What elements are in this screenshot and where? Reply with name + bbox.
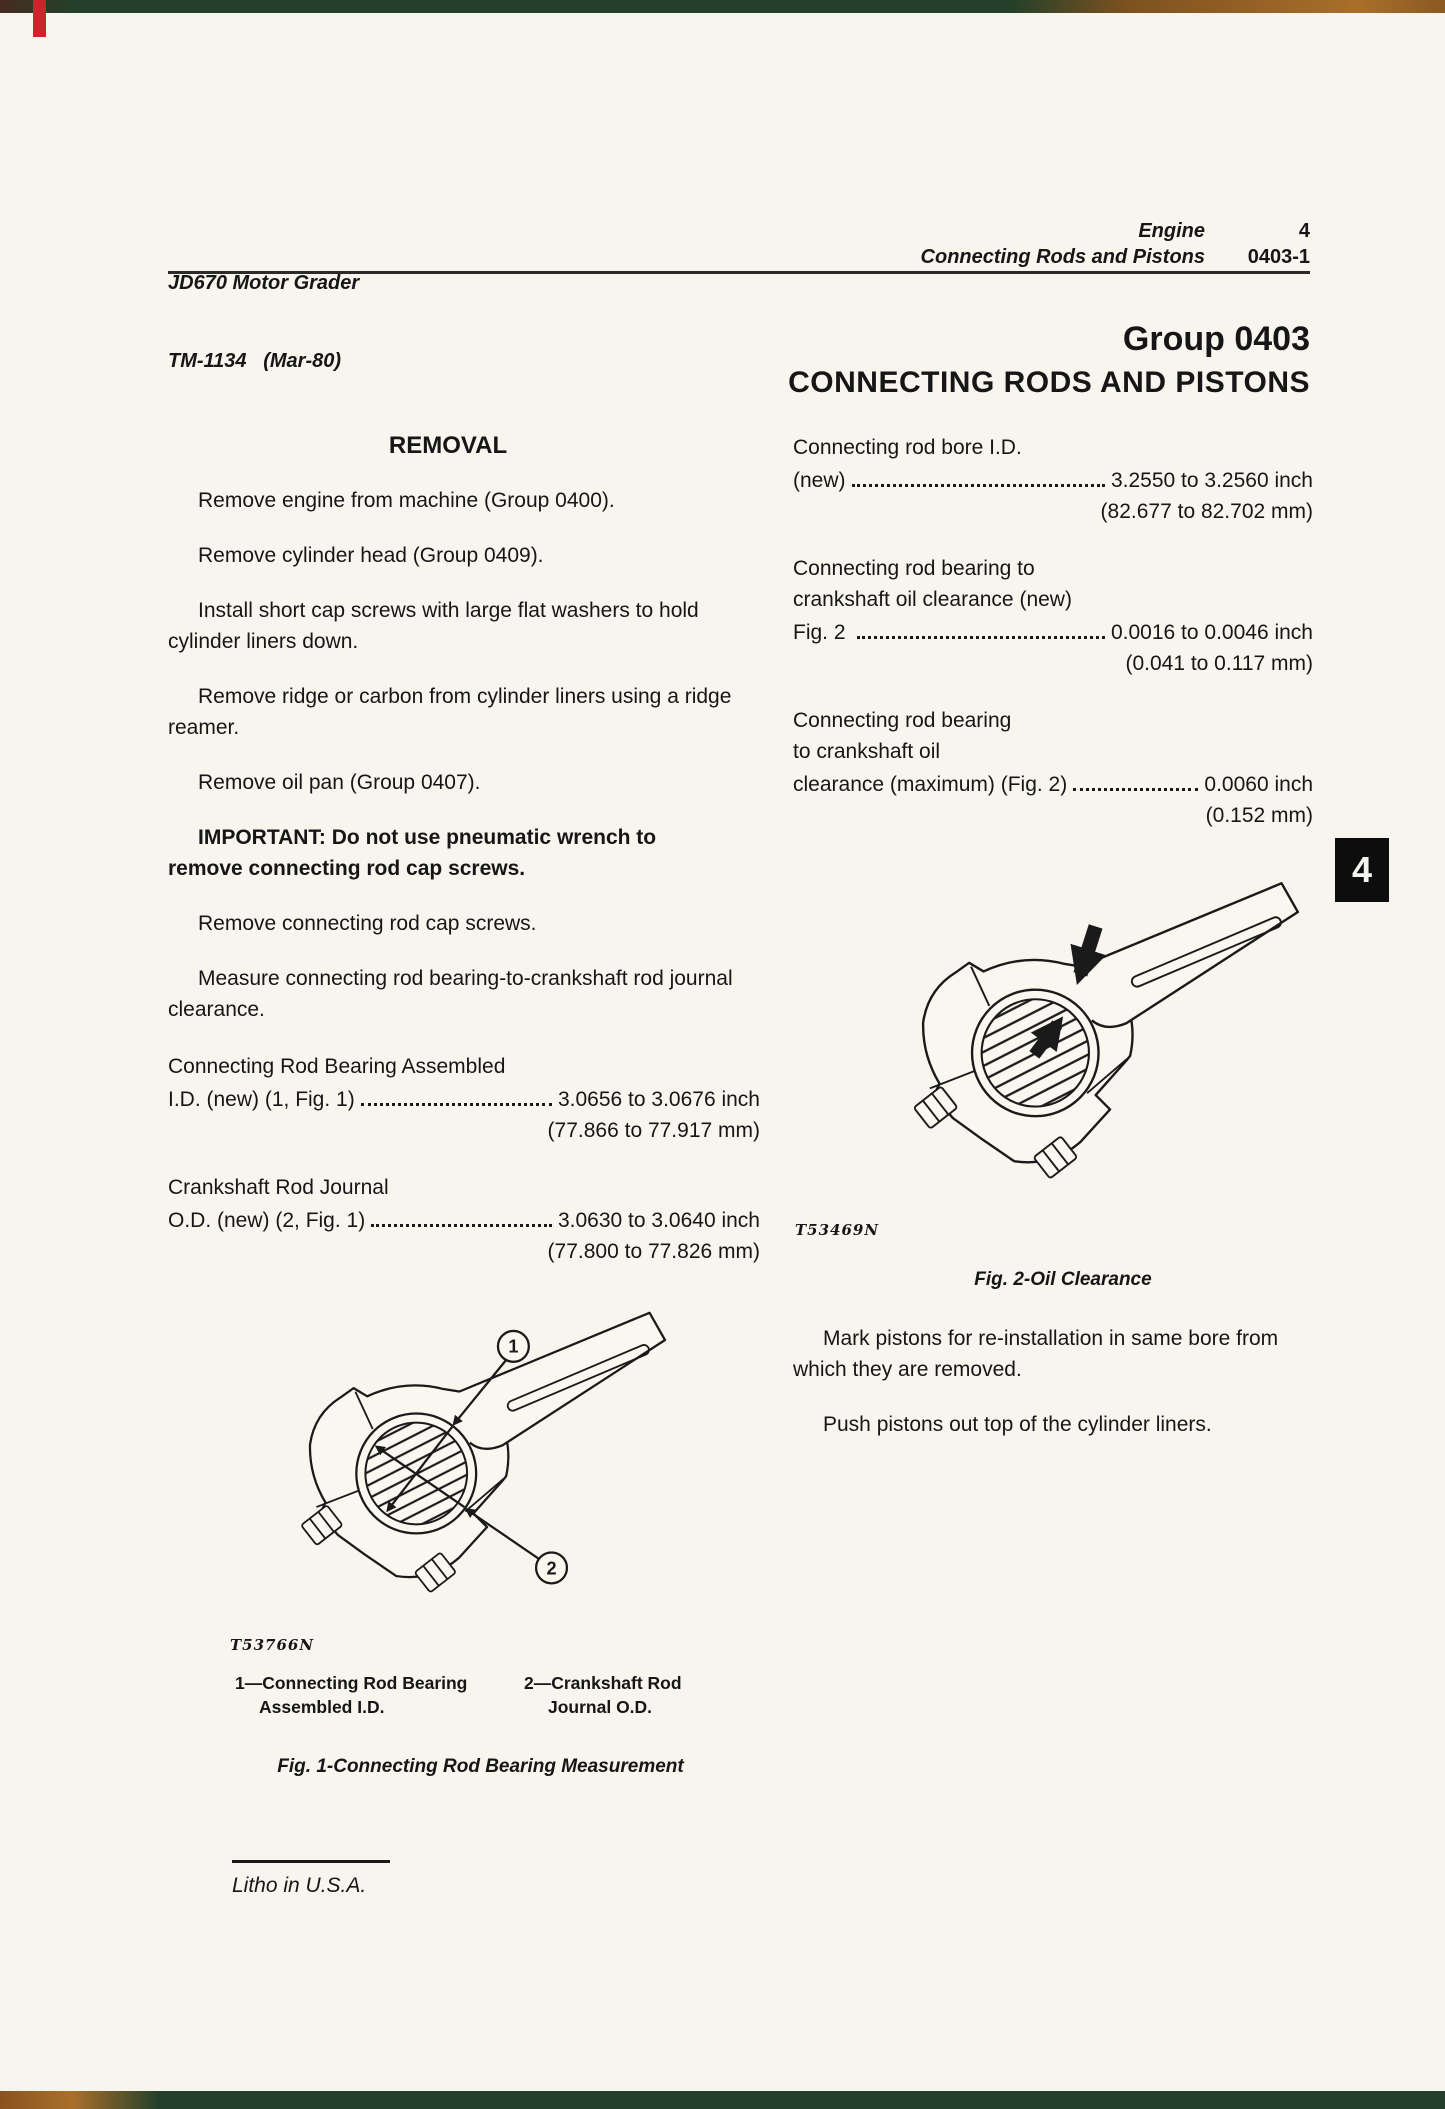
paragraph: Mark pistons for re-installation in same… [793, 1327, 1279, 1381]
spec-label: clearance (maximum) (Fig. 2) [793, 773, 1068, 796]
dot-leader [857, 615, 1105, 639]
important-note: IMPORTANT: Do not use pneumatic wrench t… [168, 826, 657, 880]
spec-oil-clearance-max: Connecting rod bearing to crankshaft oil… [793, 705, 1313, 831]
callout-number-2: 2 [546, 1558, 556, 1578]
scan-bottom-edge [0, 2091, 1445, 2109]
figure1-photo-id: T53766N [230, 1636, 315, 1654]
rod-shaft [458, 1312, 666, 1449]
dot-leader [851, 463, 1105, 487]
chapter-tab: 4 [1335, 838, 1389, 902]
connecting-rod-drawing [301, 1311, 667, 1593]
header-page-number: 0403-1 [1247, 246, 1310, 268]
paragraph: Push pistons out top of the cylinder lin… [823, 1413, 1212, 1436]
legend-item-1: 1—Connecting Rod Bearing Assembled I.D. [235, 1673, 468, 1717]
spec-crankshaft-journal-od: Crankshaft Rod Journal O.D. (new) (2, Fi… [168, 1172, 760, 1267]
spec-label: Fig. 2 [793, 621, 852, 644]
paragraph: Remove connecting rod cap screws. [198, 912, 537, 935]
cap-bolt [913, 1086, 958, 1129]
rod-shaft-groove [506, 1344, 650, 1412]
spec-label: Connecting rod bearing to [793, 557, 1035, 580]
oil-clearance-arrow-outer [1070, 924, 1107, 986]
paragraph: Remove ridge or carbon from cylinder lin… [168, 685, 732, 739]
group-title: Group 0403 [1122, 320, 1310, 358]
right-column: Connecting rod bore I.D. (new) 3.2550 to… [793, 432, 1313, 1440]
spec-bearing-assembled-id: Connecting Rod Bearing Assembled I.D. (n… [168, 1051, 760, 1146]
paragraph: Install short cap screws with large flat… [168, 599, 699, 653]
connecting-rod-drawing [913, 882, 1300, 1179]
paragraph: Remove cylinder head (Group 0409). [198, 544, 544, 567]
figure2-arrows [1029, 924, 1107, 1059]
model-title: JD670 Motor Grader [168, 272, 360, 294]
spec-label: Connecting rod bearing [793, 709, 1012, 732]
spec-label: O.D. (new) (2, Fig. 1) [168, 1209, 366, 1232]
header-section: Engine [1138, 220, 1205, 242]
callout-number-1: 1 [508, 1337, 518, 1357]
spec-value: 0.0060 inch [1204, 773, 1313, 796]
scan-top-edge [0, 0, 1445, 13]
rod-shaft-groove [1130, 916, 1282, 988]
spec-value: 3.0630 to 3.0640 inch [557, 1209, 760, 1232]
leader-line [452, 1359, 508, 1426]
spec-oil-clearance-new: Connecting rod bearing to crankshaft oil… [793, 553, 1313, 679]
page-title: CONNECTING RODS AND PISTONS [788, 366, 1310, 399]
leader-line [386, 1425, 454, 1513]
spec-metric: (77.800 to 77.826 mm) [547, 1240, 760, 1263]
chapter-tab-number: 4 [1351, 849, 1373, 890]
cap-bolt [414, 1552, 456, 1593]
spec-value: 3.2550 to 3.2560 inch [1110, 469, 1313, 492]
manual-number: TM-1134 (Mar-80) [168, 350, 342, 372]
figure1-legend: 1—Connecting Rod Bearing Assembled I.D. … [235, 1671, 763, 1719]
spec-label: Crankshaft Rod Journal [168, 1176, 389, 1199]
spec-label: Connecting Rod Bearing Assembled [168, 1055, 506, 1078]
spec-label: (new) [793, 469, 846, 492]
cap-bolt [1033, 1136, 1078, 1179]
spec-metric: (82.677 to 82.702 mm) [1100, 500, 1313, 523]
litho-rule [232, 1860, 390, 1863]
figure1-callouts: 1 2 [374, 1329, 569, 1585]
header-rule [168, 271, 1310, 274]
figure1-illustration: 1 2 [301, 1311, 667, 1593]
spec-metric: (0.041 to 0.117 mm) [1125, 652, 1313, 675]
figure2-caption: Fig. 2-Oil Clearance [974, 1269, 1152, 1290]
paragraph: Remove engine from machine (Group 0400). [198, 489, 615, 512]
rod-shaft [1080, 883, 1298, 1027]
leader-line [374, 1445, 466, 1509]
figure1-caption: Fig. 1-Connecting Rod Bearing Measuremen… [277, 1756, 684, 1777]
litho-note: Litho in U.S.A. [232, 1874, 367, 1897]
dot-leader [1073, 767, 1199, 791]
spec-label: crankshaft oil clearance (new) [793, 588, 1072, 611]
section-heading-removal: REMOVAL [388, 432, 508, 459]
legend-item-2: 2—Crankshaft Rod Journal O.D. [524, 1673, 682, 1717]
paragraph: Remove oil pan (Group 0407). [198, 771, 481, 794]
callout-circle-2 [534, 1551, 569, 1585]
cap-bolt [301, 1505, 343, 1546]
figure2-illustration [913, 882, 1300, 1179]
spec-metric: (0.152 mm) [1205, 804, 1313, 827]
figure2-photo-id: T53469N [795, 1221, 880, 1239]
left-column: REMOVAL Remove engine from machine (Grou… [168, 430, 763, 1901]
dot-leader [371, 1203, 552, 1227]
header-subsection: Connecting Rods and Pistons [920, 246, 1205, 268]
spec-value: 0.0016 to 0.0046 inch [1110, 621, 1313, 644]
paragraph: Measure connecting rod bearing-to-cranks… [168, 967, 733, 1021]
scan-red-mark [33, 0, 46, 37]
leader-line [464, 1508, 540, 1560]
callout-circle-1 [496, 1329, 530, 1363]
spec-rod-bore-id: Connecting rod bore I.D. (new) 3.2550 to… [793, 432, 1313, 527]
spec-label: I.D. (new) (1, Fig. 1) [168, 1088, 355, 1111]
header-left: JD670 Motor Grader TM-1134 (Mar-80) [168, 218, 359, 426]
spec-label: Connecting rod bore I.D. [793, 436, 1022, 459]
spec-value: 3.0656 to 3.0676 inch [557, 1088, 760, 1111]
dot-leader [360, 1082, 552, 1106]
header-chapter-number: 4 [1298, 220, 1310, 242]
spec-label: to crankshaft oil [793, 740, 941, 763]
oil-clearance-arrow-inner [1029, 1016, 1064, 1059]
header-right: Engine 4 Connecting Rods and Pistons 040… [850, 218, 1310, 270]
spec-metric: (77.866 to 77.917 mm) [547, 1119, 760, 1142]
